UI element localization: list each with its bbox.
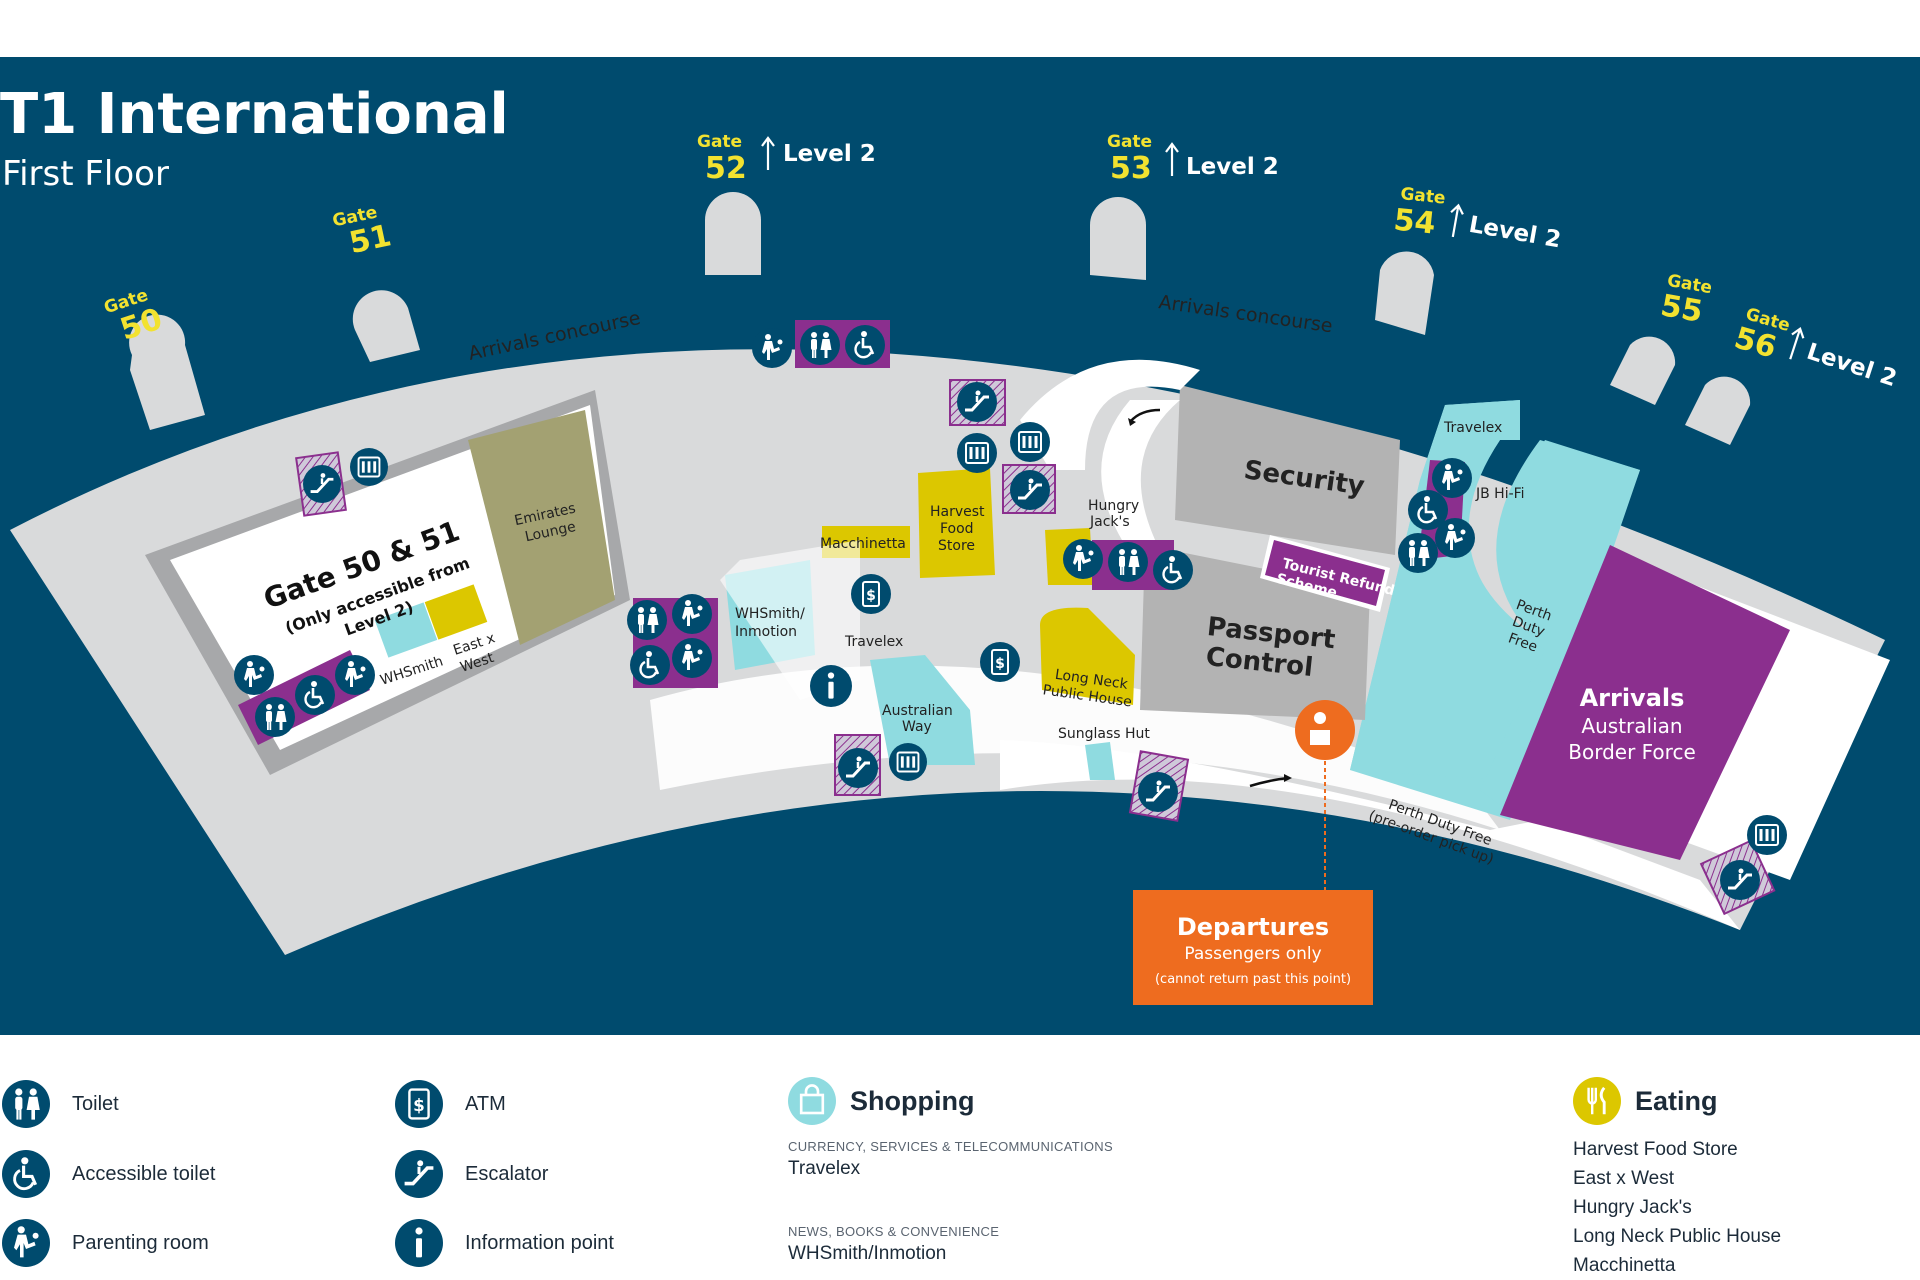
departures-title: Departures <box>1177 913 1329 941</box>
hungry-jacks-label-2: Jack's <box>1089 514 1130 530</box>
gate-55-number: 55 <box>1658 288 1705 330</box>
legend-atm-label: ATM <box>465 1092 506 1115</box>
shopping-title: Shopping <box>850 1085 975 1116</box>
whsmith-inmotion-label-1: WHSmith/ <box>735 606 805 622</box>
departures-concourse <box>1000 740 1740 930</box>
eating-icon <box>1573 1077 1621 1125</box>
legend-toilet: Toilet <box>2 1080 119 1128</box>
gate-52-number: 52 <box>705 151 747 186</box>
information-icon <box>395 1219 443 1267</box>
legend-toilet-label: Toilet <box>72 1092 119 1115</box>
gate-51-number: 51 <box>346 218 394 261</box>
eating-title: Eating <box>1635 1085 1718 1116</box>
eating-item: Harvest Food Store <box>1573 1139 1738 1160</box>
gate-52-level: Level 2 <box>783 141 876 167</box>
accessible-toilet-icon <box>2 1150 50 1198</box>
hungry-jacks-label-1: Hungry <box>1088 498 1139 514</box>
travelex-right-label: Travelex <box>1443 420 1502 436</box>
gate-54-number: 54 <box>1392 203 1437 242</box>
legend-shopping: Shopping CURRENCY, SERVICES & TELECOMMUN… <box>788 1077 1113 1265</box>
australian-way-label-1: Australian <box>882 703 953 719</box>
gate-54-label: Gate <box>1400 184 1447 209</box>
whsmith-small-shop <box>374 602 438 658</box>
arrivals-australian-border-force <box>1500 545 1790 860</box>
gate-52-label: Gate <box>697 132 742 152</box>
macchinetta-label: Macchinetta <box>820 536 906 552</box>
map-subtitle: First Floor <box>2 154 169 194</box>
legend-atm: ATM <box>395 1080 506 1128</box>
atm-icon <box>395 1080 443 1128</box>
australian-way-label-2: Way <box>902 719 932 735</box>
arrivals-title: Arrivals <box>1580 684 1685 712</box>
departures-sub: Passengers only <box>1184 944 1321 964</box>
terminal-map: $ <box>0 57 1920 1035</box>
harvest-label-1: Harvest <box>930 504 985 520</box>
shopping-bag-icon <box>788 1077 836 1125</box>
arrivals-sub-2: Border Force <box>1568 740 1696 764</box>
legend-accessible: Accessible toilet <box>2 1150 215 1198</box>
legend-info: Information point <box>395 1219 614 1267</box>
map-title: T1 International <box>0 82 509 147</box>
gate-53-number: 53 <box>1110 151 1152 186</box>
gate-53-level: Level 2 <box>1186 154 1279 180</box>
gate-53-label: Gate <box>1107 132 1152 152</box>
gate-fingers <box>129 192 1751 445</box>
east-west-shop <box>424 584 488 640</box>
emirates-lounge <box>468 410 615 645</box>
shopping-item: WHSmith/Inmotion <box>788 1243 947 1264</box>
harvest-label-3: Store <box>938 538 975 554</box>
escalator-icon <box>395 1150 443 1198</box>
arrivals-sub-1: Australian <box>1581 714 1682 738</box>
parenting-room-icon <box>2 1219 50 1267</box>
security-area <box>1175 385 1400 555</box>
eating-item: Hungry Jack's <box>1573 1197 1692 1218</box>
departures-box <box>1133 740 1373 1005</box>
legend-info-label: Information point <box>465 1231 614 1254</box>
australian-way-shop <box>870 655 975 765</box>
legend-parenting-label: Parenting room <box>72 1231 209 1254</box>
map-legend: Toilet Accessible toilet Parenting room … <box>0 1035 1920 1280</box>
eating-item: Long Neck Public House <box>1573 1226 1782 1247</box>
harvest-food-store <box>918 468 995 578</box>
legend-escalator-label: Escalator <box>465 1162 549 1185</box>
toilet-icon <box>2 1080 50 1128</box>
long-neck-public-house <box>1040 607 1135 705</box>
jbhifi-label: JB Hi-Fi <box>1475 486 1525 502</box>
sunglass-hut-shop <box>1085 742 1115 780</box>
shopping-category-2: NEWS, BOOKS & CONVENIENCE <box>788 1224 1000 1239</box>
tourist-refund-area <box>1260 535 1390 612</box>
legend-eating: Eating Harvest Food Store East x West Hu… <box>1573 1077 1781 1280</box>
harvest-label-2: Food <box>940 521 974 537</box>
legend-parenting: Parenting room <box>2 1219 209 1267</box>
shopping-item: Travelex <box>788 1158 861 1179</box>
legend-accessible-label: Accessible toilet <box>72 1162 216 1185</box>
shopping-category-1: CURRENCY, SERVICES & TELECOMMUNICATIONS <box>788 1139 1113 1154</box>
whsmith-inmotion-label-2: Inmotion <box>735 624 797 640</box>
legend-escalator: Escalator <box>395 1150 548 1198</box>
travelex-center-label: Travelex <box>844 634 903 650</box>
eating-item: Macchinetta <box>1573 1255 1676 1276</box>
sunglass-hut-label: Sunglass Hut <box>1058 726 1150 742</box>
departures-note: (cannot return past this point) <box>1155 972 1351 987</box>
eating-item: East x West <box>1573 1168 1675 1189</box>
